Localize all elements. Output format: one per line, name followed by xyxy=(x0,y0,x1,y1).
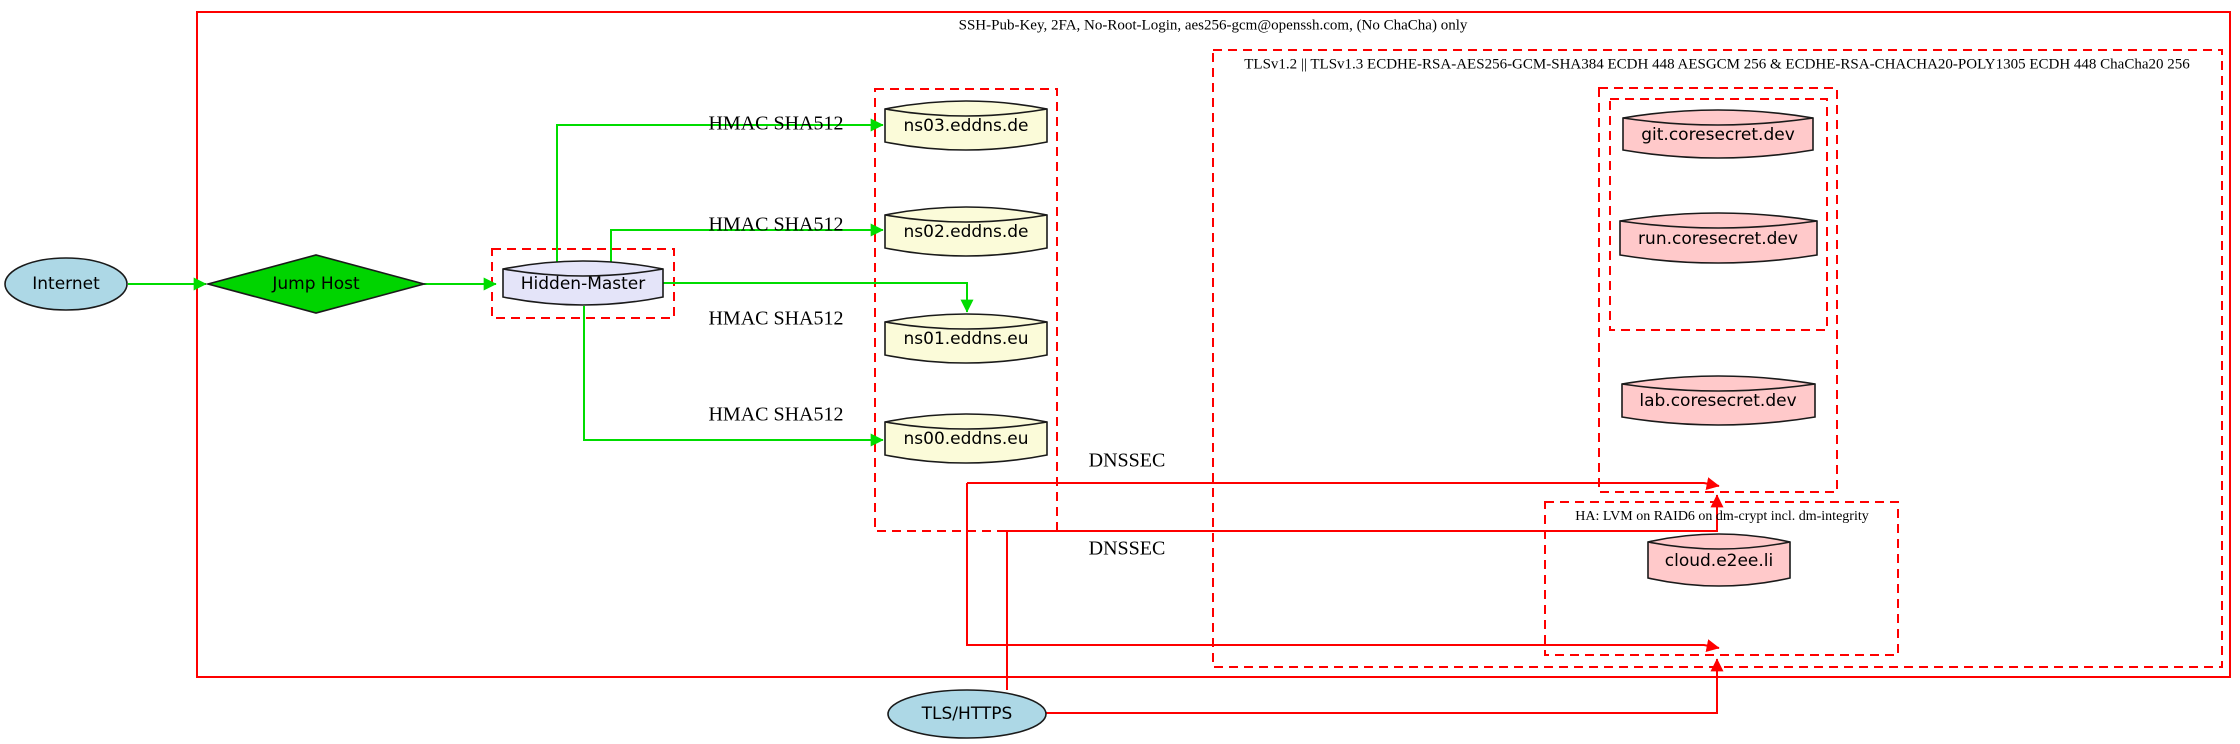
edge-tlshttps-ha xyxy=(1046,658,1724,714)
ns00-node-label: ns00.eddns.eu xyxy=(903,429,1029,449)
edge-hiddenmaster-ns03 xyxy=(556,118,884,266)
internet-node-label: Internet xyxy=(32,274,100,294)
ns00-node xyxy=(884,413,1048,464)
tls-https-node xyxy=(887,689,1047,739)
edge-hiddenmaster-ns01 xyxy=(663,282,974,313)
tls-policy-cluster-label: TLSv1.2 || TLSv1.3 ECDHE-RSA-AES256-GCM-… xyxy=(1244,56,2190,73)
edge-ns00-ha-dnssec xyxy=(966,483,1720,652)
ssh-policy-cluster-box xyxy=(196,11,2231,678)
edge-label-dnssec-2: DNSSEC xyxy=(1088,537,1166,560)
tls-https-node-label: TLS/HTTPS xyxy=(921,704,1013,724)
lab-node-label: lab.coresecret.dev xyxy=(1639,391,1797,411)
git-node-label: git.coresecret.dev xyxy=(1641,125,1795,145)
ssh-policy-cluster-label: SSH-Pub-Key, 2FA, No-Root-Login, aes256-… xyxy=(958,17,1468,34)
ns03-node-label: ns03.eddns.de xyxy=(903,116,1029,136)
hidden-master-node xyxy=(502,260,664,306)
cloud-node-label: cloud.e2ee.li xyxy=(1664,551,1774,571)
edge-label-dnssec-1: DNSSEC xyxy=(1088,449,1166,472)
edge-hiddenmaster-ns00 xyxy=(583,306,884,447)
ns01-node xyxy=(884,313,1048,364)
edge-hiddenmaster-ns02 xyxy=(610,223,884,266)
ns03-node xyxy=(884,100,1048,151)
nameserver-cluster-box xyxy=(874,88,1058,532)
edge-label-hmac-ns03: HMAC SHA512 xyxy=(708,112,844,135)
hidden-master-node-label: Hidden-Master xyxy=(520,274,646,294)
run-node-label: run.coresecret.dev xyxy=(1638,229,1798,249)
run-node xyxy=(1619,212,1818,264)
git-node xyxy=(1622,109,1814,159)
internet-node xyxy=(4,257,128,311)
ha-storage-cluster-box xyxy=(1544,501,1899,656)
ns02-node xyxy=(884,206,1048,257)
coresecret-inner-cluster-box xyxy=(1609,98,1828,331)
cloud-node xyxy=(1647,533,1791,587)
edge-ns00-coresecret-dnssec xyxy=(967,477,1720,490)
ns02-node-label: ns02.eddns.de xyxy=(903,222,1029,242)
edge-label-hmac-ns02: HMAC SHA512 xyxy=(708,213,844,236)
jump-host-node xyxy=(204,254,428,314)
edge-label-hmac-ns00: HMAC SHA512 xyxy=(708,403,844,426)
lab-node xyxy=(1621,375,1816,426)
ns01-node-label: ns01.eddns.eu xyxy=(903,329,1029,349)
edge-label-hmac-ns01: HMAC SHA512 xyxy=(708,307,844,330)
jump-host-node-label: Jump Host xyxy=(272,274,360,294)
coresecret-cluster-box xyxy=(1598,87,1838,493)
edge-tlshttps-coresecret xyxy=(1006,494,1724,690)
ha-storage-cluster-label: HA: LVM on RAID6 on dm-crypt incl. dm-in… xyxy=(1575,509,1869,524)
